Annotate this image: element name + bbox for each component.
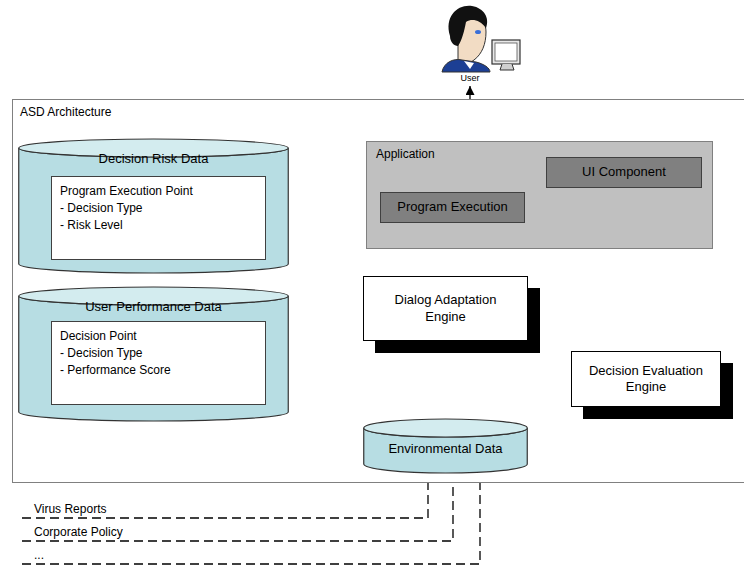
component-box: Program Execution [380, 192, 525, 223]
record-field: - Decision Type [60, 345, 257, 362]
data-store: Environmental Data [363, 419, 528, 473]
node-label: User Performance Data [18, 299, 289, 314]
node-label: User [428, 73, 512, 83]
dashed-leader [22, 474, 480, 564]
record-field: - Performance Score [60, 362, 257, 379]
source-label: Virus Reports [34, 502, 106, 516]
cylinder-body [19, 296, 289, 421]
data-store: User Performance DataDecision Point- Dec… [18, 287, 289, 421]
source-label: ... [34, 548, 44, 562]
record-field: - Risk Level [60, 217, 257, 234]
engine-box: Dialog Adaptation Engine [363, 276, 528, 341]
user-icon: User [428, 2, 528, 86]
record-box: Program Execution Point- Decision Type- … [51, 176, 266, 260]
node-label: Dialog Adaptation Engine [378, 292, 513, 325]
record-heading: Decision Point [60, 328, 257, 345]
cylinder-top [364, 419, 528, 437]
node-label: Decision Evaluation Engine [586, 363, 706, 396]
node-label: Decision Risk Data [18, 151, 289, 166]
dashed-leader [22, 474, 453, 541]
source-label: Corporate Policy [34, 525, 123, 539]
node-label: Environmental Data [363, 441, 528, 456]
record-field: - Decision Type [60, 200, 257, 217]
node-label: UI Component [582, 164, 666, 180]
architecture-frame: ASD ArchitectureDecision Risk DataProgra… [12, 99, 744, 483]
user-picture [428, 2, 528, 72]
record-box: Decision Point- Decision Type- Performan… [51, 321, 266, 405]
engine-box: Decision Evaluation Engine [571, 351, 721, 407]
record-heading: Program Execution Point [60, 183, 257, 200]
cylinder-body [19, 148, 289, 273]
application-box: Application UI ComponentProgram Execution [366, 141, 713, 249]
node-label: ASD Architecture [20, 105, 111, 119]
data-store: Decision Risk DataProgram Execution Poin… [18, 139, 289, 273]
node-label: Application [376, 147, 435, 161]
node-label: Program Execution [397, 199, 508, 215]
component-box: UI Component [546, 157, 702, 188]
